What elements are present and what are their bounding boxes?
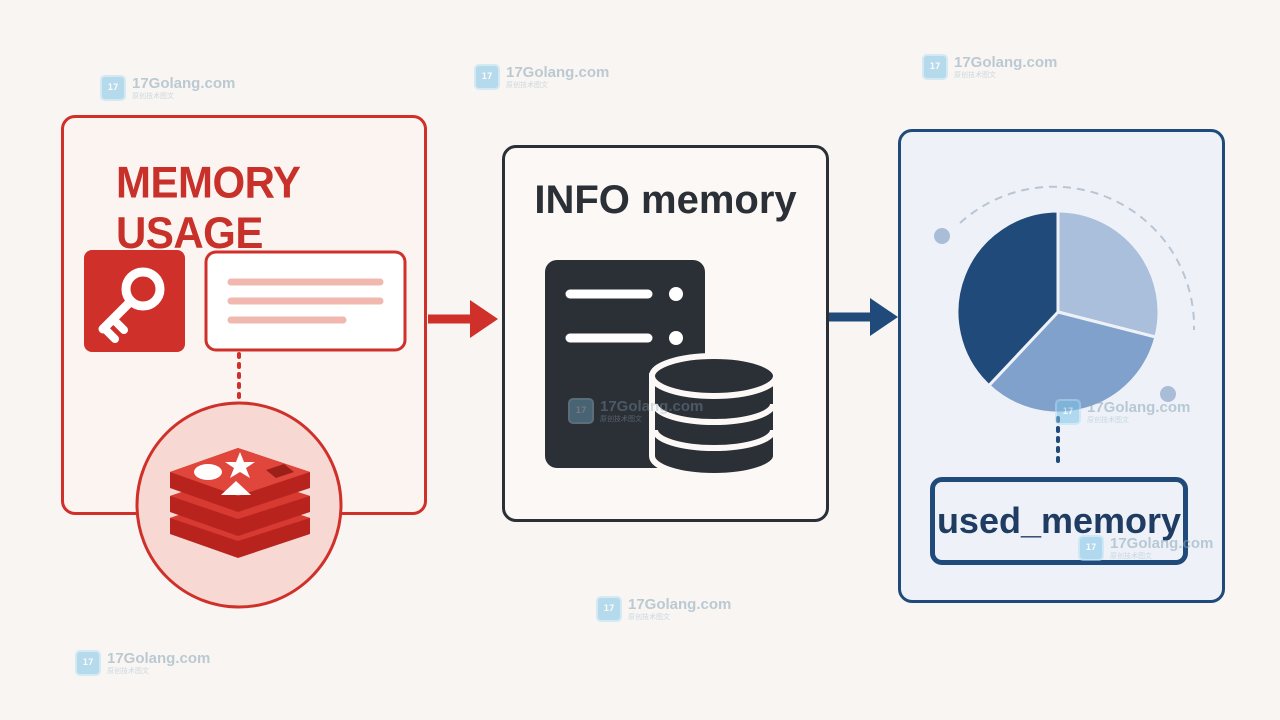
- watermark-subtext: 原创技术图文: [600, 415, 642, 423]
- pie-slice: [986, 310, 1158, 415]
- watermark-text: 17Golang.com: [132, 75, 236, 92]
- 17golang-logo-icon: 17: [1078, 535, 1104, 561]
- arrow-right-icon: [428, 300, 498, 338]
- memory-usage-title: MEMORY USAGE: [116, 157, 300, 258]
- pie-slice: [955, 209, 1060, 388]
- watermark-subtext: 原创技术图文: [1087, 416, 1129, 424]
- orbit-dot: [934, 228, 950, 244]
- watermark-text: 17Golang.com: [1110, 535, 1214, 552]
- database-icon: [649, 353, 779, 479]
- pie-chart-icon: [955, 209, 1161, 415]
- 17golang-logo-icon: 17: [596, 596, 622, 622]
- watermark-subtext: 原创技术图文: [628, 613, 670, 621]
- watermark-text: 17Golang.com: [107, 650, 211, 667]
- watermark-subtext: 原创技术图文: [954, 71, 996, 79]
- document-lines-icon: [204, 250, 407, 352]
- watermark-text: 17Golang.com: [600, 398, 704, 415]
- watermark-subtext: 原创技术图文: [1110, 552, 1152, 560]
- orbit-dot: [1160, 386, 1176, 402]
- 17golang-logo-icon: 17: [1055, 399, 1081, 425]
- arrow-right-icon: [829, 298, 898, 336]
- used-memory-label: used_memory: [930, 477, 1188, 565]
- 17golang-logo-icon: 17: [75, 650, 101, 676]
- orbit-ring: [959, 185, 1196, 331]
- 17golang-logo-icon: 17: [100, 75, 126, 101]
- 17golang-logo-icon: 17: [568, 398, 594, 424]
- watermark-subtext: 原创技术图文: [107, 667, 149, 675]
- key-icon: [84, 250, 185, 352]
- watermark-text: 17Golang.com: [1087, 399, 1191, 416]
- info-memory-title: INFO memory: [534, 178, 797, 222]
- 17golang-logo-icon: 17: [474, 64, 500, 90]
- 17golang-logo-icon: 17: [922, 54, 948, 80]
- watermark-text: 17Golang.com: [628, 596, 732, 613]
- watermark-text: 17Golang.com: [954, 54, 1058, 71]
- watermark-subtext: 原创技术图文: [132, 92, 174, 100]
- pie-slice: [1056, 209, 1161, 339]
- watermark-subtext: 原创技术图文: [506, 81, 548, 89]
- redis-logo-icon: [135, 401, 343, 609]
- watermark-text: 17Golang.com: [506, 64, 610, 81]
